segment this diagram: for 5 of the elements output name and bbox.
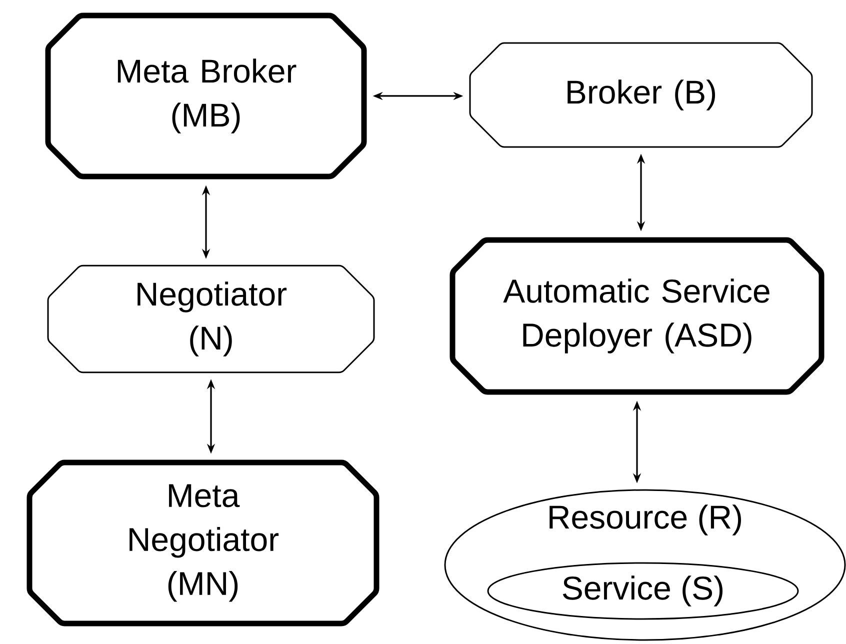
process-box: Meta Negotiator (MN)	[26, 460, 380, 626]
process-box: Negotiator (N)	[47, 264, 375, 374]
process-box: Broker (B)	[469, 42, 813, 148]
process-box: Meta Broker (MB)	[45, 12, 367, 180]
process-box: Automatic Service Deployer (ASD)	[450, 237, 824, 395]
